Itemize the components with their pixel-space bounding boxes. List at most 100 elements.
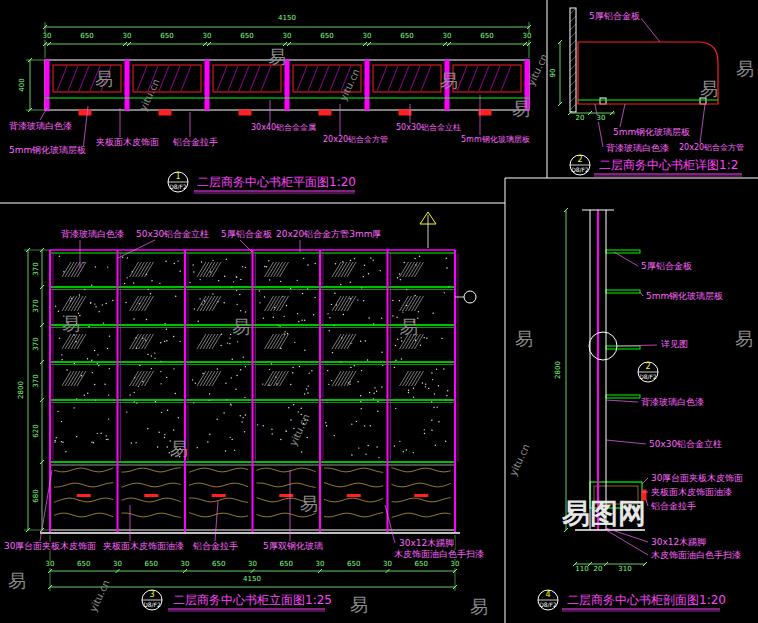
leader-line [40,108,47,120]
backpainted-glass-speckle [378,457,379,458]
backpainted-glass-speckle [438,421,439,422]
backpainted-glass-speckle [447,390,448,391]
backpainted-glass-speckle [314,263,315,264]
dimension-tick [203,42,207,46]
dimension-tick [116,569,120,573]
backpainted-glass-speckle [263,425,264,426]
glass-hatch [421,66,431,91]
floor-line [40,532,460,534]
glass-hatch [479,66,489,91]
title-underline [594,176,742,177]
watermark: 易 [170,440,188,458]
backpainted-glass-speckle [292,372,293,373]
pull-handle [239,110,251,115]
backpainted-glass-speckle [245,311,246,312]
book-symbol [347,262,356,277]
material-note: 铝合金拉手 [192,542,239,551]
backpainted-glass-speckle [373,393,374,394]
aluminium-post [255,253,256,462]
backpainted-glass-speckle [124,283,125,284]
backpainted-glass-speckle [235,389,236,390]
backpainted-glass-speckle [164,341,165,342]
view-title: 二层商务中心书柜立面图1:25 [172,594,333,606]
backpainted-glass-speckle [334,435,335,436]
backpainted-glass-speckle [54,440,55,441]
dimension-tick [40,323,44,327]
pull-handle [79,110,91,115]
dimension-tick [386,569,390,573]
dimension-value: 650 [346,561,361,568]
backpainted-glass-speckle [229,437,230,438]
backpainted-glass-speckle [92,372,93,373]
backpainted-glass-speckle [361,370,362,371]
watermark: yitu.cn [338,67,361,102]
backpainted-glass-speckle [350,282,351,283]
book-symbol [145,262,154,277]
glass-hatch [388,66,398,91]
title-underline [168,609,325,610]
dimension-value: 30 [247,561,258,568]
material-note: 5mm钢化玻璃层板 [460,136,531,144]
backpainted-glass-speckle [436,369,437,370]
backpainted-glass-speckle [133,318,134,319]
glass-hatch [457,66,467,91]
material-note: 5厚铝合金板 [588,12,641,21]
backpainted-glass-speckle [266,266,267,267]
backpainted-glass-speckle [369,392,370,393]
backpainted-glass-speckle [239,294,240,295]
backpainted-glass-speckle [195,382,196,383]
material-note: 5mm钢化玻璃层板 [612,128,691,137]
pull-handle [319,110,331,115]
dimension-value: 30 [42,33,53,40]
backpainted-glass-speckle [202,373,203,374]
backpainted-glass-speckle [107,439,108,440]
glass-hatch [170,66,180,91]
dimension-value: 370 [33,373,40,388]
watermark: yitu.cn [508,442,531,477]
backpainted-glass-speckle [446,395,447,396]
backpainted-glass-speckle [173,336,174,337]
dimension-tick [40,460,44,464]
aluminium-post [387,250,389,532]
backpainted-glass-speckle [308,372,309,373]
leader-line [290,470,291,541]
sheet-reference: D8/F2 [571,167,589,173]
backpainted-glass-speckle [413,452,414,453]
backpainted-glass-speckle [87,393,88,394]
watermark: 易 [350,596,368,614]
sheet-reference: D8/F2 [169,184,187,190]
backpainted-glass-speckle [212,260,213,261]
backpainted-glass-speckle [436,406,437,407]
watermark: 易 [400,318,418,336]
backpainted-glass-speckle [164,434,165,435]
aluminium-post [125,60,129,110]
aluminium-post [365,60,369,110]
backpainted-glass-speckle [91,360,92,361]
backpainted-glass-speckle [198,321,199,322]
backpainted-glass-speckle [112,300,113,301]
leader-line [640,17,660,42]
backpainted-glass-speckle [91,284,92,285]
backpainted-glass-speckle [363,276,364,277]
backpainted-glass-speckle [351,454,352,455]
backpainted-glass-speckle [229,337,230,338]
backpainted-glass-speckle [308,385,309,386]
aluminium-post [205,60,209,110]
dimension-tick [123,42,127,46]
aluminium-post [184,250,186,532]
backpainted-glass-speckle [160,371,161,372]
detail-circle [589,332,617,360]
leader-line [646,500,648,506]
backpainted-glass-speckle [406,449,407,450]
backpainted-glass-speckle [231,377,232,378]
material-note: 木皮饰面油白色手扫漆 [393,550,485,559]
backpainted-glass-speckle [408,392,409,393]
backpainted-glass-speckle [331,304,332,305]
watermark: yitu.cn [288,412,311,447]
watermark: 易 [8,572,26,590]
glass-hatch [490,66,500,91]
backpainted-glass-speckle [223,412,224,413]
watermark: 易 [512,100,530,118]
